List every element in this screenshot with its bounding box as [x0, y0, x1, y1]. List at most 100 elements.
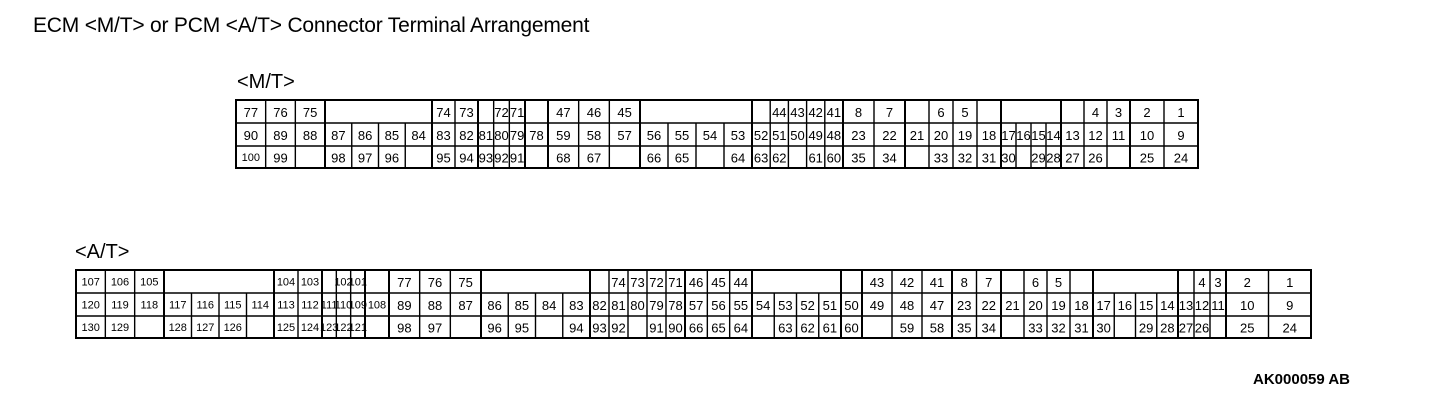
terminal-pin: 2 — [1143, 105, 1150, 120]
terminal-pin: 49 — [808, 128, 822, 143]
terminal-pin: 75 — [458, 275, 472, 290]
terminal-pin: 99 — [273, 151, 287, 166]
terminal-pin: 10 — [1240, 298, 1254, 313]
terminal-pin: 73 — [630, 275, 644, 290]
terminal-pin: 78 — [668, 298, 682, 313]
terminal-pin: 108 — [368, 300, 386, 312]
terminal-pin: 82 — [459, 128, 473, 143]
terminal-pin: 59 — [556, 128, 570, 143]
terminal-pin: 1 — [1286, 275, 1293, 290]
terminal-pin: 53 — [778, 298, 792, 313]
terminal-pin: 51 — [772, 128, 786, 143]
terminal-pin: 44 — [772, 105, 786, 120]
terminal-pin: 86 — [358, 128, 372, 143]
terminal-pin: 55 — [734, 298, 748, 313]
terminal-pin: 2 — [1244, 275, 1251, 290]
terminal-pin: 7 — [985, 275, 992, 290]
terminal-pin: 5 — [1055, 275, 1062, 290]
terminal-pin: 125 — [277, 322, 295, 334]
terminal-pin: 92 — [494, 151, 508, 166]
terminal-pin: 64 — [734, 321, 748, 336]
terminal-pin: 83 — [436, 128, 450, 143]
terminal-pin: 16 — [1118, 298, 1132, 313]
terminal-pin: 51 — [823, 298, 837, 313]
terminal-pin: 83 — [569, 298, 583, 313]
terminal-pin: 15 — [1139, 298, 1153, 313]
terminal-pin: 80 — [630, 298, 644, 313]
terminal-pin: 46 — [689, 275, 703, 290]
terminal-pin: 46 — [587, 105, 601, 120]
mt-section-label: <M/T> — [237, 71, 295, 93]
terminal-pin: 60 — [827, 151, 841, 166]
terminal-pin: 103 — [301, 277, 319, 289]
terminal-pin: 62 — [772, 151, 786, 166]
terminal-pin: 78 — [529, 128, 543, 143]
terminal-pin: 62 — [800, 321, 814, 336]
terminal-pin: 47 — [556, 105, 570, 120]
terminal-pin: 76 — [428, 275, 442, 290]
terminal-pin: 85 — [515, 298, 529, 313]
terminal-pin: 63 — [778, 321, 792, 336]
terminal-pin: 23 — [851, 128, 865, 143]
terminal-pin: 45 — [711, 275, 725, 290]
terminal-pin: 97 — [358, 151, 372, 166]
terminal-pin: 61 — [808, 151, 822, 166]
terminal-pin: 55 — [675, 128, 689, 143]
terminal-pin: 118 — [141, 300, 159, 312]
terminal-pin: 32 — [958, 151, 972, 166]
terminal-pin: 76 — [273, 105, 287, 120]
terminal-pin: 74 — [436, 105, 450, 120]
terminal-pin: 30 — [1001, 151, 1015, 166]
terminal-pin: 13 — [1179, 298, 1193, 313]
terminal-pin: 3 — [1115, 105, 1122, 120]
terminal-pin: 95 — [515, 321, 529, 336]
terminal-pin: 42 — [808, 105, 822, 120]
terminal-pin: 23 — [957, 298, 971, 313]
terminal-pin: 24 — [1174, 151, 1188, 166]
figure-id: AK000059 AB — [1253, 371, 1350, 388]
terminal-pin: 96 — [487, 321, 501, 336]
terminal-pin: 114 — [251, 300, 269, 312]
terminal-pin: 45 — [617, 105, 631, 120]
terminal-pin: 49 — [870, 298, 884, 313]
terminal-pin: 112 — [301, 300, 319, 312]
terminal-pin: 67 — [587, 151, 601, 166]
terminal-pin: 9 — [1286, 298, 1293, 313]
at-block: 108 — [364, 269, 390, 339]
terminal-pin: 77 — [397, 275, 411, 290]
terminal-pin: 52 — [800, 298, 814, 313]
terminal-pin: 88 — [303, 128, 317, 143]
terminal-pin: 124 — [301, 322, 319, 334]
terminal-pin: 63 — [754, 151, 768, 166]
terminal-pin: 119 — [111, 300, 129, 312]
terminal-pin: 102 — [334, 277, 352, 289]
terminal-pin: 52 — [754, 128, 768, 143]
terminal-pin: 32 — [1051, 321, 1065, 336]
terminal-pin: 84 — [542, 298, 556, 313]
terminal-pin: 111 — [321, 300, 338, 312]
terminal-pin: 85 — [385, 128, 399, 143]
terminal-pin: 106 — [111, 277, 129, 289]
terminal-pin: 82 — [592, 298, 606, 313]
terminal-pin: 6 — [1032, 275, 1039, 290]
terminal-pin: 10 — [1140, 128, 1154, 143]
terminal-pin: 34 — [982, 321, 996, 336]
terminal-pin: 101 — [349, 277, 367, 289]
terminal-pin: 95 — [436, 151, 450, 166]
terminal-pin: 90 — [668, 321, 682, 336]
terminal-pin: 35 — [851, 151, 865, 166]
terminal-pin: 31 — [982, 151, 996, 166]
terminal-pin: 25 — [1140, 151, 1154, 166]
